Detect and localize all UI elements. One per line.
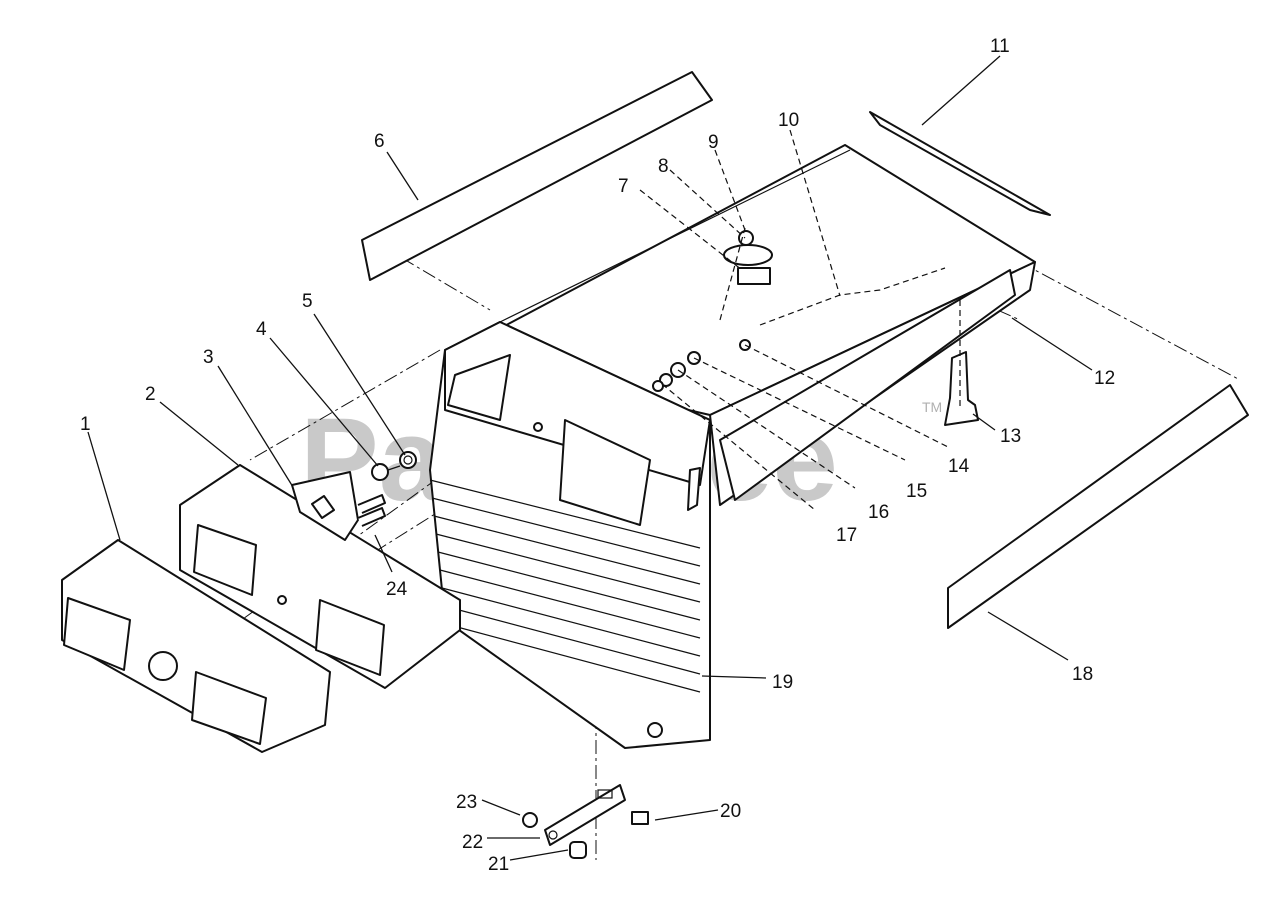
part-6-panel[interactable] xyxy=(361,71,713,281)
part-8-washer[interactable] xyxy=(723,244,773,266)
callout-17: 17 xyxy=(836,525,857,546)
part-20-bolt[interactable] xyxy=(631,811,649,825)
callout-23: 23 xyxy=(456,792,477,813)
part-9-knob[interactable] xyxy=(738,230,754,246)
callout-7: 7 xyxy=(618,176,629,197)
part-4-bulb[interactable] xyxy=(371,463,401,481)
part-3-lens[interactable] xyxy=(291,471,359,541)
part-21-bushing[interactable] xyxy=(569,841,587,859)
part-23-washer[interactable] xyxy=(522,812,538,828)
part-11-trim-strip[interactable] xyxy=(869,111,1051,216)
part-18-panel[interactable] xyxy=(947,384,1249,629)
callout-22: 22 xyxy=(462,832,483,853)
assembly-dashes xyxy=(639,129,961,511)
callout-5: 5 xyxy=(302,291,313,312)
leader-lines xyxy=(87,55,1093,861)
callout-12: 12 xyxy=(1094,368,1115,389)
part-10-cable[interactable] xyxy=(759,267,946,326)
callout-4: 4 xyxy=(256,319,267,340)
callout-14: 14 xyxy=(948,456,970,477)
callout-numbers: 1 2 3 4 5 6 7 8 9 10 11 12 13 14 15 16 1… xyxy=(80,36,1115,875)
callout-1: 1 xyxy=(80,414,91,435)
callout-20: 20 xyxy=(720,801,741,822)
part-24-clip[interactable] xyxy=(357,494,386,527)
callout-9: 9 xyxy=(708,132,719,153)
callout-15: 15 xyxy=(906,481,927,502)
part-7-latch-bracket[interactable] xyxy=(737,267,771,285)
watermark-trademark: TM xyxy=(922,399,942,415)
callout-2: 2 xyxy=(145,384,156,405)
part-13-latch-hook[interactable] xyxy=(944,351,979,426)
part-2-front-panel[interactable] xyxy=(179,464,461,689)
callout-8: 8 xyxy=(658,156,669,177)
callout-24: 24 xyxy=(386,579,408,600)
part-17-bolt[interactable] xyxy=(652,380,664,392)
callout-11: 11 xyxy=(990,36,1010,57)
callout-16: 16 xyxy=(868,502,889,523)
part-5-socket[interactable] xyxy=(399,451,417,469)
callout-21: 21 xyxy=(488,854,509,875)
callout-13: 13 xyxy=(1000,426,1021,447)
callout-19: 19 xyxy=(772,672,793,693)
part-19-grille[interactable] xyxy=(429,321,711,749)
part-22-bracket[interactable] xyxy=(544,784,626,846)
callout-18: 18 xyxy=(1072,664,1093,685)
callout-6: 6 xyxy=(374,131,385,152)
part-1-front-panel[interactable] xyxy=(61,539,331,753)
callout-3: 3 xyxy=(203,347,214,368)
callout-10: 10 xyxy=(778,110,799,131)
